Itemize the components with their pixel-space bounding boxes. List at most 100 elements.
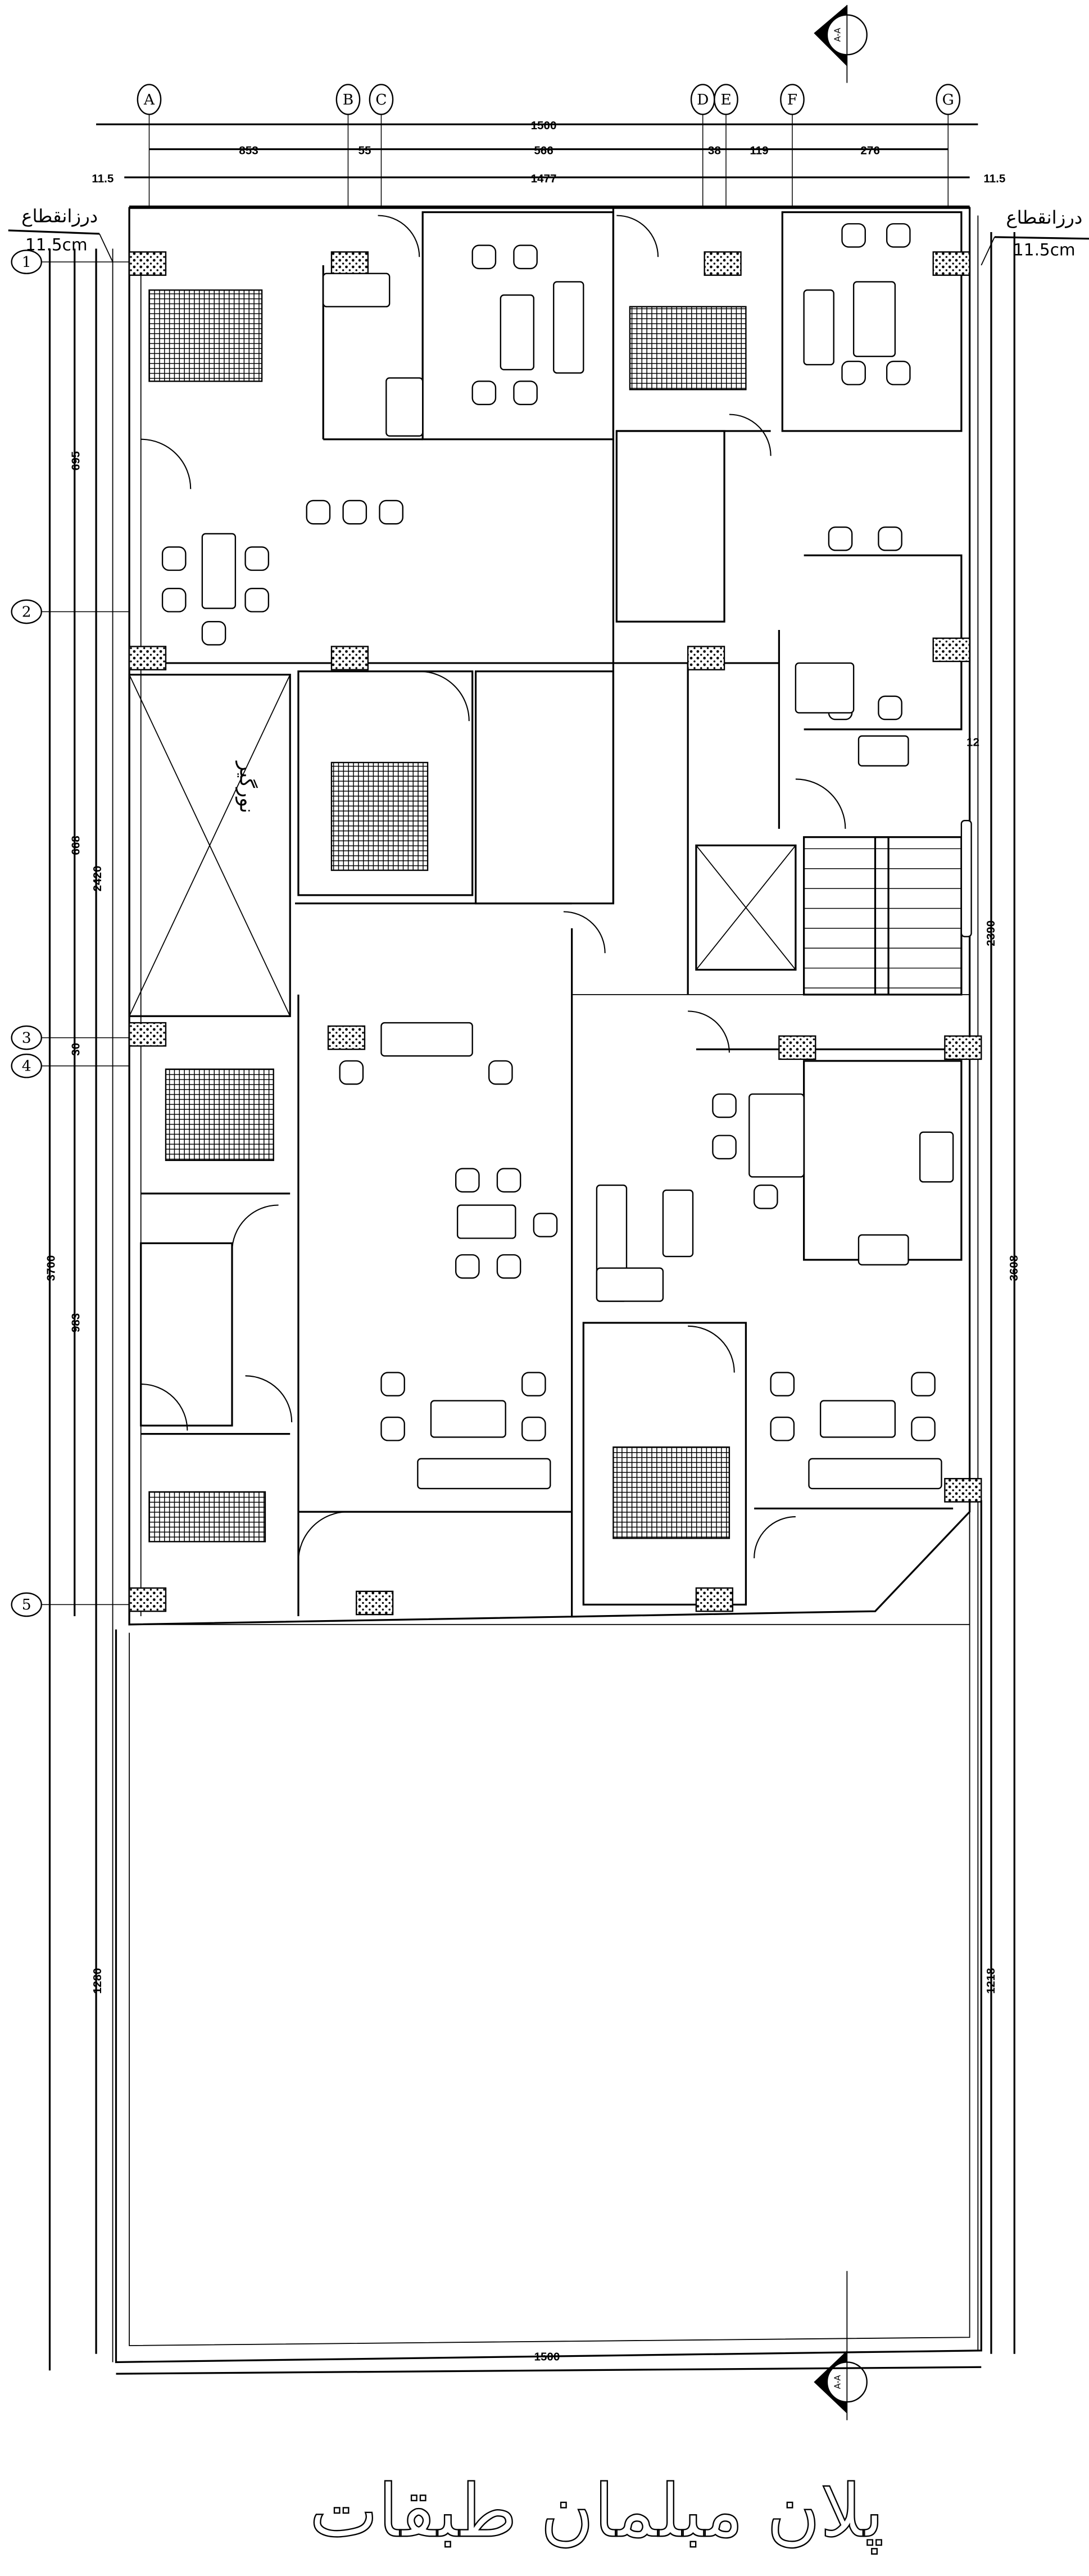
door-swing [297,1511,348,1562]
chair [878,695,902,720]
structural-columns [128,251,982,1616]
furniture-piece [819,1400,896,1438]
chair [339,1060,364,1085]
chair [379,500,403,525]
column [687,646,725,670]
chair [753,1184,778,1209]
grid-label: F [787,91,797,108]
expansion-joint-width: 11.5cm [1013,240,1076,259]
furniture-piece [919,1131,954,1183]
grid-label: 3 [22,1029,31,1046]
column [330,251,369,276]
expansion-joint-label: درزانقطاع [1006,207,1082,228]
grid-label: B [343,91,354,108]
chair [513,244,538,270]
dim-left-segment: 30 [70,1043,83,1056]
dim-top-segment: 566 [534,144,553,157]
chair [712,1135,737,1160]
bed [165,1068,274,1162]
door-swing [140,1384,188,1431]
chair [828,526,853,551]
bed [330,761,429,871]
furniture-piece [596,1267,664,1302]
grid-label: E [720,91,731,108]
column [128,251,167,276]
furniture-piece [662,1189,694,1258]
right-dimensions: 2390 12 3608 1218 [967,215,1020,2354]
dim-right-front: 2390 [984,920,997,946]
grid-label: 2 [22,603,31,620]
furniture-piece [201,533,237,609]
drawing-title: پلان مبلمان طبقات [310,2469,884,2554]
expansion-joint-right: درزانقطاع 11.5cm [981,207,1089,266]
chair [342,500,367,525]
door-swing [140,438,192,489]
chair [878,526,902,551]
door-swing [688,1010,730,1053]
chair [471,380,497,405]
chair [380,1416,405,1441]
dim-edge-right: 11.5 [983,173,1005,185]
dim-right-yard: 1218 [984,1968,997,1994]
grid-label: C [375,91,387,108]
yard-boundary: 1500 [115,1500,982,2375]
dim-top-overall: 1500 [531,119,557,132]
furniture-piece [857,735,909,767]
dim-bottom-overall: 1500 [534,2351,560,2364]
dim-right-overall: 3608 [1008,1255,1020,1281]
chair [533,1213,558,1237]
chair [911,1416,936,1441]
door-swing [688,1325,735,1373]
dim-top-segment: 119 [750,144,768,157]
building-walls [128,205,971,1626]
column [356,1590,394,1616]
dim-left-segment: 695 [70,451,83,470]
chair [496,1168,521,1193]
chair [161,588,187,613]
column [932,637,970,663]
column [944,1478,982,1503]
grid-label: A [143,91,155,108]
furniture-piece [803,289,834,366]
furniture-piece [857,1234,909,1266]
grid-label: 4 [22,1058,31,1075]
light-well-label: نورگیر [235,760,258,813]
column [778,1035,816,1060]
column [330,646,369,670]
furniture-piece [385,377,424,437]
chair [841,360,866,386]
furniture-piece [960,819,972,937]
column [327,1025,366,1050]
chair [244,546,270,571]
chair [455,1168,480,1193]
grid-row-bubbles: 1 2 3 4 5 [11,250,130,1617]
furniture-piece [500,294,535,371]
furniture-piece [852,281,896,357]
left-dimensions: 695 668 30 983 2420 3700 1280 [44,248,114,2371]
furniture-piece [553,281,584,374]
expansion-joint-left: درزانقطاع 11.5cm [8,205,114,262]
furniture-piece [808,1458,942,1490]
expansion-joint-width: 11.5cm [25,235,88,254]
furniture-piece [430,1400,506,1438]
door-swing [245,1375,293,1422]
section-marker-top: A-A [814,4,868,83]
dim-left-overall: 3700 [44,1255,57,1281]
column [695,1587,733,1612]
column [944,1035,982,1060]
chair [244,588,270,613]
dim-top-segment: 38 [708,144,721,157]
chair [886,223,911,248]
dim-left-yard: 1280 [91,1968,104,1994]
chair [161,546,187,571]
dim-top-inner: 1477 [531,173,557,185]
column [932,251,970,276]
chair [513,380,538,405]
grid-label: 1 [22,253,31,271]
furniture-piece [748,1093,805,1178]
chair [521,1416,546,1441]
grid-label: D [697,91,709,108]
grid-label: 5 [22,1596,31,1613]
chair [488,1060,513,1085]
